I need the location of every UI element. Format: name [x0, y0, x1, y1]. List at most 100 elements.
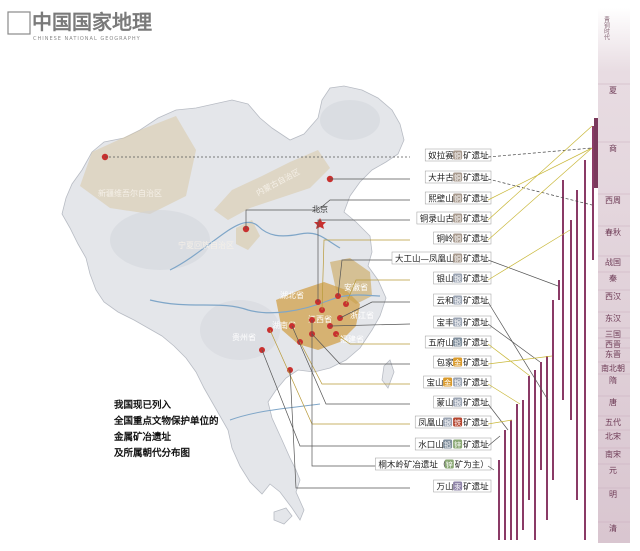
site-name: 五府山 — [428, 338, 454, 349]
dynasty-range-bar — [584, 160, 586, 540]
dynasty-range-bar — [570, 220, 572, 420]
region-label: 江西省 — [308, 314, 332, 324]
hainan-island — [273, 507, 293, 525]
site-suffix: 矿遗址 — [463, 338, 489, 349]
metal-badge — [443, 417, 453, 427]
caption: 我国现已列入 全国重点文物保护单位的 金属矿冶遗址 及所属朝代分布图 — [113, 399, 219, 459]
neimenggu-region — [214, 150, 330, 220]
site-name: 大井古 — [428, 173, 454, 184]
metal-badge-text: 铜 — [454, 214, 461, 223]
brand-subtitle: CHINESE NATIONAL GEOGRAPHY — [33, 36, 141, 42]
region-label: 湖北省 — [280, 290, 304, 300]
leader-line — [335, 333, 410, 345]
dynasty-range-bar — [504, 430, 506, 540]
dynasty-label: 三国 — [605, 330, 621, 339]
dynasty-label: 夏 — [609, 86, 617, 95]
region-label: 浙江省 — [350, 310, 374, 320]
dynasty-range-bar — [558, 280, 560, 300]
site-label-box — [433, 231, 492, 245]
site-label-row: 桐木岭矿冶遗址（锌矿为主） — [375, 457, 492, 471]
leader-line — [321, 239, 410, 311]
site-label-row: 凤凰山银铁矿遗址 — [414, 415, 492, 429]
site-labels: 奴拉赛铜矿遗址大井古铜矿遗址熙壁山铜矿遗址铜录山古铜矿遗址铜岭铜矿遗址大工山—凤… — [375, 148, 492, 493]
site-label-box — [433, 479, 492, 493]
dynasty-label: 西晋 — [605, 340, 621, 349]
metal-badge-text: 铜 — [454, 254, 461, 263]
yellow-river — [169, 221, 341, 271]
dynasty-label: 秦 — [609, 273, 617, 283]
dynasty-range-bar — [522, 400, 524, 530]
metal-badge-text: 银 — [454, 296, 461, 305]
site-name: 凤凰山 — [418, 418, 444, 429]
dynasty-label: 东晋 — [605, 349, 621, 359]
china-map — [61, 85, 405, 525]
site-suffix: 矿遗址 — [463, 318, 489, 329]
central-provinces — [276, 282, 360, 350]
site-label-row: 奴拉赛铜矿遗址 — [424, 148, 492, 162]
dynasty-range-bar — [540, 362, 542, 470]
timeline-connectors — [487, 125, 593, 471]
taiwan-island — [381, 359, 395, 389]
brand-title: 中国国家地理 — [32, 10, 152, 34]
site-suffix: 矿遗址 — [463, 398, 489, 409]
site-label-row: 包家金矿遗址 — [433, 355, 492, 369]
connector-line — [487, 355, 553, 365]
dynasty-range-bar — [546, 356, 548, 520]
dynasty-label: 五代 — [605, 417, 621, 427]
site-name: 宝山 — [427, 378, 444, 389]
site-suffix: 矿遗址 — [463, 440, 489, 451]
metal-badge-text: 金 — [454, 358, 461, 367]
site-suffix: 矿遗址 — [463, 151, 489, 162]
beijing-label: 北京 — [312, 204, 328, 214]
site-label-box — [433, 395, 492, 409]
metal-badge — [453, 253, 463, 263]
dynasty-label: 南宋 — [605, 449, 621, 459]
site-name: 云和 — [437, 297, 454, 307]
metal-badge-text: 银 — [444, 418, 451, 427]
dynasty-range-bar — [576, 190, 578, 500]
connector-line — [487, 147, 593, 201]
dynasty-label: 明 — [609, 490, 617, 499]
site-label-row: 宝丰银矿遗址 — [433, 315, 492, 329]
connector-line — [487, 259, 559, 287]
metal-badge — [453, 397, 463, 407]
metal-badge-text: 银 — [454, 398, 461, 407]
site-suffix: 矿遗址 — [463, 418, 489, 429]
pearl-river — [229, 403, 321, 421]
site-suffix: 矿遗址 — [463, 194, 489, 205]
metal-badge — [453, 337, 463, 347]
metal-badge — [453, 213, 463, 223]
dynasty-label: 唐 — [609, 397, 617, 407]
site-label-row: 云和银矿遗址 — [433, 293, 492, 307]
dynasty-label: 东汉 — [605, 313, 621, 323]
connector-line — [487, 125, 593, 221]
site-label-row: 大工山—凤凰山铜矿遗址 — [391, 251, 492, 265]
region-label: 湖南省 — [272, 320, 296, 330]
leader-line — [339, 301, 410, 319]
connector-line — [487, 301, 549, 401]
site-label-box — [433, 293, 492, 307]
dynasty-label: 清 — [609, 523, 617, 533]
site-name: 铜录山古 — [420, 214, 455, 225]
timeline-bar — [598, 8, 630, 543]
metal-badge — [453, 377, 463, 387]
metal-badge — [453, 481, 463, 491]
site-name: 水口山 — [418, 440, 444, 451]
dynasty-label: 商 — [609, 143, 617, 153]
metal-badge-text: 金 — [444, 378, 451, 387]
dynasty-range-bar — [510, 420, 512, 540]
leader-line — [245, 199, 410, 229]
site-label-box — [375, 457, 492, 471]
leader-line — [311, 333, 410, 365]
metal-badge — [444, 459, 454, 469]
metal-badge-text: 铅 — [444, 440, 451, 449]
dynasty-label: 元 — [609, 466, 617, 475]
site-suffix: 矿遗址 — [463, 296, 489, 307]
site-suffix: 矿遗址 — [463, 173, 489, 184]
terrain-shade-1 — [110, 210, 210, 270]
site-name: 包家 — [437, 358, 455, 369]
leader-line — [329, 323, 411, 327]
connector-line — [487, 403, 509, 431]
